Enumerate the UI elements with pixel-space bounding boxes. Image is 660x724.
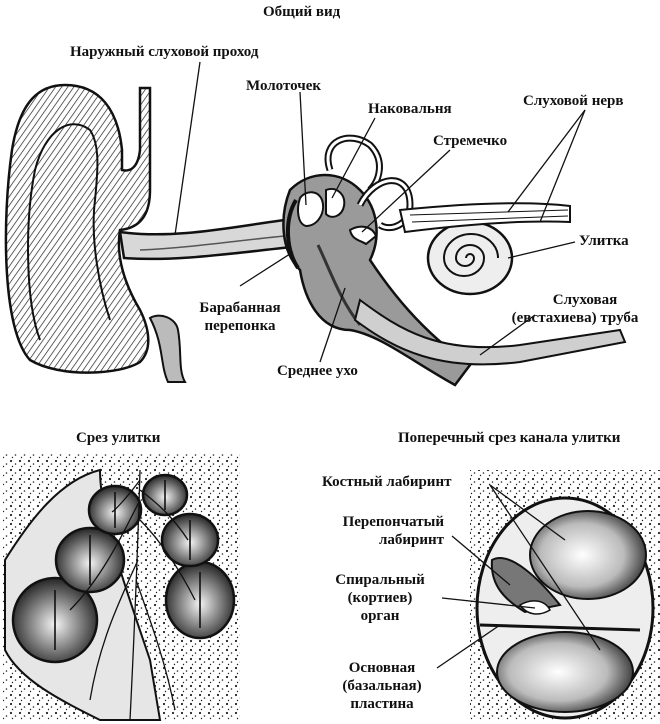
- eustachian-tube-label-line2: (евстахиева) труба: [490, 310, 660, 327]
- incus-label: Наковальня: [368, 101, 452, 118]
- canal-cross-section-figure: [470, 470, 660, 720]
- eardrum-label-line1: Барабанная: [185, 300, 295, 317]
- outer-ear: [6, 85, 150, 373]
- ear-canal: [120, 218, 302, 259]
- basilar-plate-label-line2: (базальная): [328, 678, 436, 695]
- basilar-plate-label-line1: Основная: [328, 660, 436, 677]
- membranous-labyrinth-label-line2: лабиринт: [320, 532, 444, 549]
- spiral-organ-label-line2: (кортиев): [326, 590, 434, 607]
- spiral-organ-label-line1: Спиральный: [326, 572, 434, 589]
- membranous-labyrinth-label-line1: Перепончатый: [320, 514, 444, 531]
- malleus-label: Молоточек: [246, 78, 321, 95]
- cochlea-label: Улитка: [579, 233, 629, 250]
- spiral-organ-label-line3: орган: [326, 608, 434, 625]
- ear-canal-label: Наружный слуховой проход: [70, 44, 258, 61]
- bony-labyrinth-label: Костный лабиринт: [322, 474, 451, 491]
- general-view-title: Общий вид: [263, 4, 340, 21]
- cochlea-section-title: Срез улитки: [76, 430, 160, 447]
- cochlea-section-figure: [3, 453, 240, 721]
- lower-skull-bone: [150, 316, 185, 382]
- canal-cross-section-title: Поперечный срез канала улитки: [398, 430, 620, 447]
- cochlea-spiral: [428, 222, 512, 294]
- eustachian-tube-label-line1: Слуховая: [510, 292, 660, 309]
- basilar-plate-label-line3: пластина: [328, 696, 436, 713]
- middle-ear-label: Среднее ухо: [277, 363, 358, 380]
- eardrum-label-line2: перепонка: [185, 318, 295, 335]
- auditory-nerve-label: Слуховой нерв: [523, 93, 623, 110]
- stapes-label: Стремечко: [433, 133, 507, 150]
